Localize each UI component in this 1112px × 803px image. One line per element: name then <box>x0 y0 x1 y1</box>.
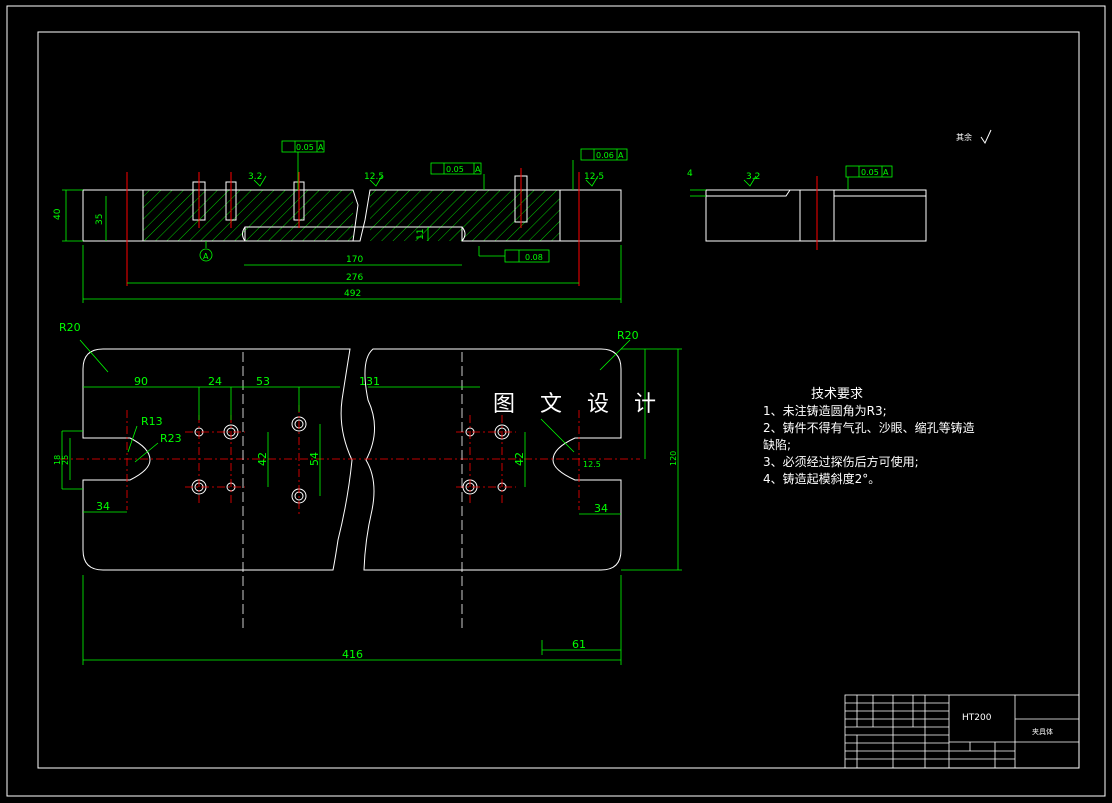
dim-25: 25 <box>61 455 70 465</box>
dim-35: 35 <box>95 214 105 225</box>
roughness-plan: 12.5 <box>583 460 601 469</box>
dim-34-left: 34 <box>96 500 110 513</box>
tech-requirement-2b: 缺陷; <box>763 438 792 452</box>
section-labels: 40 35 170 276 492 11 3.2 12.5 12.5 0.05 … <box>53 143 624 299</box>
dim-18: 18 <box>53 455 62 465</box>
dim-r20-left: R20 <box>59 321 81 334</box>
plan-centerlines <box>60 405 640 515</box>
dim-34-right: 34 <box>594 502 608 515</box>
surface-note: 其余 <box>956 132 972 142</box>
plan-dims <box>61 339 682 665</box>
tolerance-2: 0.05 <box>446 165 464 174</box>
dim-90: 90 <box>134 375 148 388</box>
dim-416: 416 <box>342 648 363 661</box>
section-centerlines <box>126 168 580 286</box>
section-hatch-left <box>143 190 353 241</box>
dim-42-left: 42 <box>256 452 269 466</box>
section-outline <box>82 189 359 242</box>
dim-53: 53 <box>256 375 270 388</box>
tech-requirements: 技术要求 1、未注铸造圆角为R3; 2、铸件不得有气孔、沙眼、缩孔等铸造 缺陷;… <box>763 386 975 488</box>
dim-24: 24 <box>208 375 222 388</box>
tolerance-4: 0.05 <box>861 168 879 177</box>
roughness-3-2: 3.2 <box>248 172 262 182</box>
dim-40: 40 <box>53 208 63 220</box>
plan-labels: R20 R20 R13 R23 90 24 53 131 42 54 42 34… <box>53 321 678 661</box>
dim-492: 492 <box>344 289 361 299</box>
tech-requirement-2: 2、铸件不得有气孔、沙眼、缩孔等铸造 <box>763 421 975 435</box>
dim-61: 61 <box>572 638 586 651</box>
dim-120: 120 <box>669 451 678 466</box>
roughness-side: 3.2 <box>746 172 760 182</box>
dim-11: 11 <box>416 229 426 240</box>
dim-r13: R13 <box>141 415 163 428</box>
drawing-frame <box>37 31 1080 769</box>
part-name: 夹具体 <box>1032 727 1053 736</box>
plan-view <box>82 348 622 571</box>
side-dims <box>690 165 893 197</box>
dim-131: 131 <box>359 375 380 388</box>
watermark: 图 文 设 计 <box>493 392 665 417</box>
dim-54: 54 <box>308 452 321 466</box>
material-label: HT200 <box>962 713 992 723</box>
tolerance-1: 0.05 <box>296 143 314 152</box>
section-outline-right <box>244 189 622 242</box>
section-dims <box>62 140 628 303</box>
dim-r23: R23 <box>160 432 182 445</box>
dim-r20-right: R20 <box>617 329 639 342</box>
section-view <box>82 175 622 242</box>
slot-cut <box>242 226 466 242</box>
dim-side-4: 4 <box>687 169 693 179</box>
tolerance-1-ref: A <box>318 143 324 152</box>
roughness-12-5-a: 12.5 <box>364 172 384 182</box>
datum-a: A <box>203 252 209 261</box>
dim-42-right: 42 <box>513 452 526 466</box>
dim-170: 170 <box>346 255 363 265</box>
tech-requirement-4: 4、铸造起模斜度2°。 <box>763 472 881 486</box>
tolerance-3: 0.06 <box>596 151 614 160</box>
surface-check-icon <box>980 129 992 145</box>
sheet-border <box>6 5 1106 797</box>
tech-requirement-1: 1、未注铸造圆角为R3; <box>763 404 887 418</box>
tech-requirements-title: 技术要求 <box>811 387 864 402</box>
flatness-value: 0.08 <box>525 253 543 262</box>
tolerance-3-ref: A <box>618 151 624 160</box>
dim-276: 276 <box>346 273 363 283</box>
tolerance-4-ref: A <box>883 168 889 177</box>
title-block <box>844 694 1080 769</box>
side-view <box>705 189 927 242</box>
roughness-12-5-b: 12.5 <box>584 172 604 182</box>
tolerance-2-ref: A <box>475 165 481 174</box>
tech-requirement-3: 3、必须经过探伤后方可使用; <box>763 455 919 469</box>
